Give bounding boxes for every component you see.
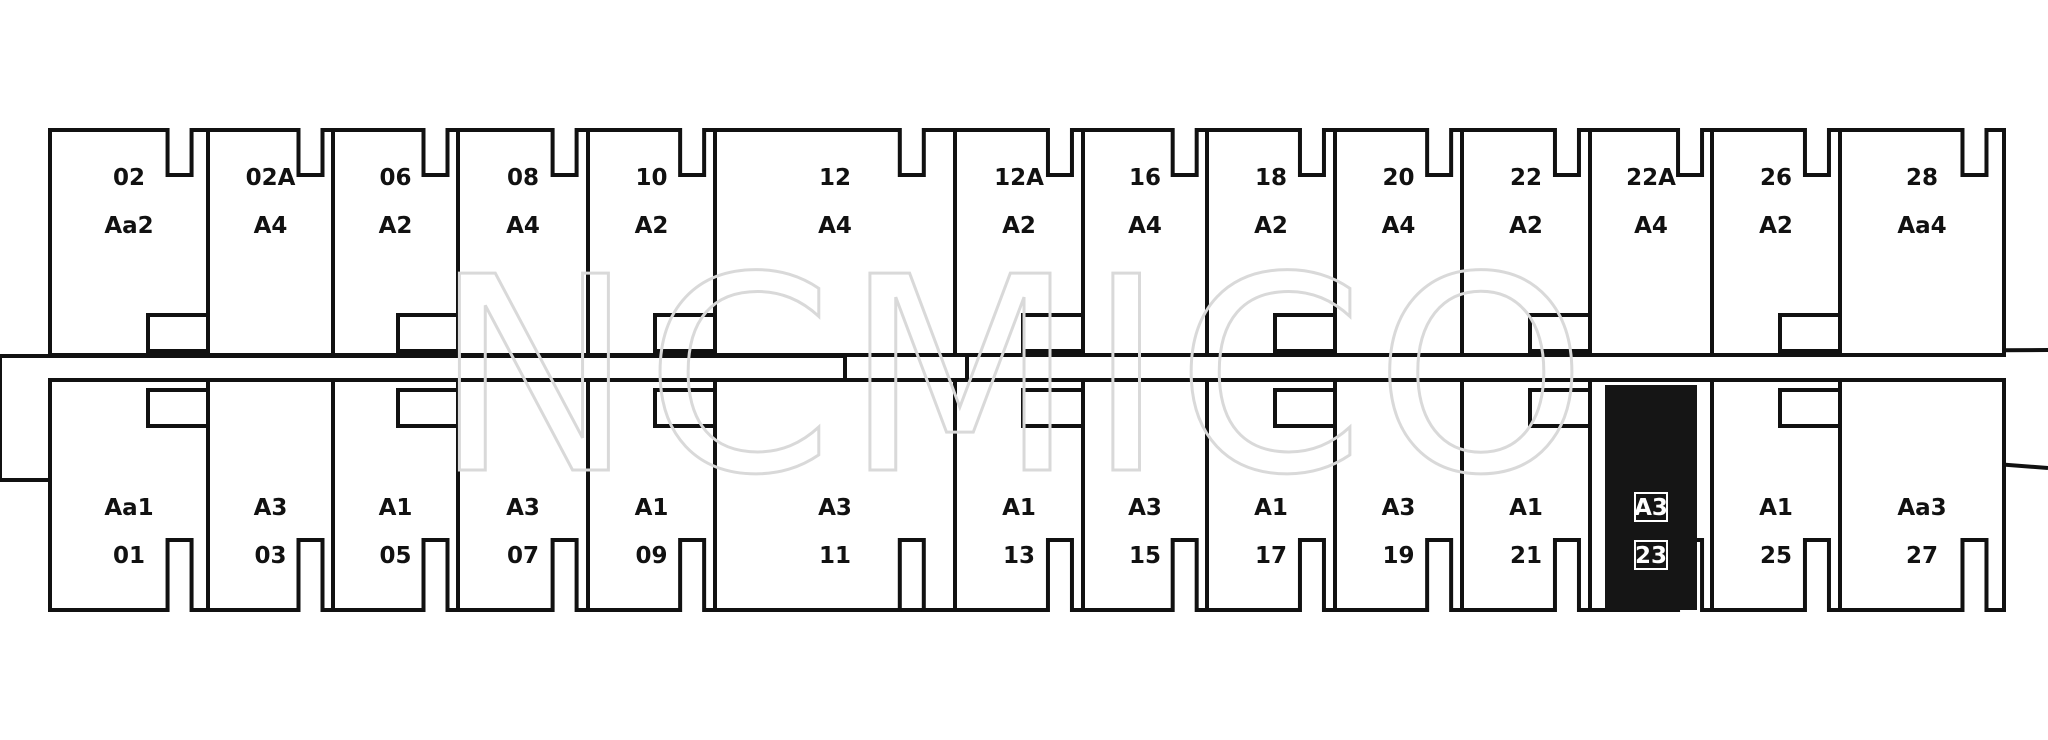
unit-number: 19: [1382, 543, 1414, 569]
unit-type: A4: [1382, 213, 1416, 239]
unit-27[interactable]: Aa3 27: [1838, 378, 2006, 612]
unit-number: 13: [1003, 543, 1035, 569]
unit-type: Aa2: [104, 213, 153, 239]
unit-type: A3: [818, 495, 852, 521]
unit-type: A4: [1128, 213, 1162, 239]
unit-number: 06: [379, 165, 411, 191]
unit-number: 08: [507, 165, 539, 191]
unit-type: A3: [1382, 495, 1416, 521]
unit-type: A2: [1509, 213, 1543, 239]
unit-outline: [1588, 128, 1714, 357]
unit-type: A3: [506, 495, 540, 521]
unit-type: A4: [254, 213, 288, 239]
watermark: NCMICO: [433, 219, 1597, 534]
unit-number: 12: [819, 165, 851, 191]
unit-number: 07: [507, 543, 539, 569]
top-unit-row: 02Aa202AA406A208A410A212A412AA216A418A22…: [48, 128, 2006, 357]
unit-number: 26: [1760, 165, 1792, 191]
unit-type: A3: [1128, 495, 1162, 521]
bottom-unit-row: Aa1 01 A3 03 A1 05 A3 07 A1 09 A3 11 A1 13 A3 15 A1 17 A3 1…: [48, 378, 2006, 612]
unit-outline: [1838, 378, 2006, 612]
unit-outline: [1838, 128, 2006, 357]
unit-number: 11: [819, 543, 851, 569]
unit-number: 03: [254, 543, 286, 569]
unit-type: A1: [1002, 495, 1036, 521]
unit-type: Aa3: [1897, 495, 1946, 521]
unit-type: A1: [635, 495, 669, 521]
unit-23[interactable]: A3 23: [1588, 378, 1714, 612]
unit-number: 28: [1906, 165, 1938, 191]
unit-type: A3: [254, 495, 288, 521]
unit-number: 16: [1129, 165, 1161, 191]
unit-22A[interactable]: 22A A4: [1588, 128, 1714, 357]
unit-type: A1: [379, 495, 413, 521]
unit-number: 25: [1760, 543, 1792, 569]
selected-unit-fill: [1605, 385, 1697, 610]
unit-number: 17: [1255, 543, 1287, 569]
unit-09[interactable]: A1 09: [586, 378, 777, 612]
unit-number: 27: [1906, 543, 1938, 569]
unit-number: 05: [379, 543, 411, 569]
unit-type: A2: [1002, 213, 1036, 239]
unit-number: 20: [1382, 165, 1414, 191]
unit-type: A2: [1759, 213, 1793, 239]
unit-type: A2: [1254, 213, 1288, 239]
unit-type: Aa1: [104, 495, 153, 521]
unit-number: 02: [113, 165, 145, 191]
unit-outline: [206, 128, 335, 357]
unit-type: A1: [1759, 495, 1793, 521]
unit-number: 21: [1510, 543, 1542, 569]
unit-type: A4: [506, 213, 540, 239]
unit-type: A1: [1254, 495, 1288, 521]
unit-number: 02A: [246, 165, 296, 191]
unit-type: A2: [635, 213, 669, 239]
unit-number: 10: [635, 165, 667, 191]
unit-type: A4: [1634, 213, 1668, 239]
unit-13[interactable]: A1 13: [953, 378, 1145, 612]
selected-type-box: [1634, 492, 1668, 522]
unit-number: 01: [113, 543, 145, 569]
unit-number: 22A: [1626, 165, 1676, 191]
unit-03[interactable]: A3 03: [206, 378, 335, 612]
unit-number: 18: [1255, 165, 1287, 191]
unit-02A[interactable]: 02A A4: [206, 128, 335, 357]
unit-number: 23: [1635, 543, 1667, 569]
unit-type: Aa4: [1897, 213, 1946, 239]
unit-type: A3: [1634, 495, 1668, 521]
unit-number: 09: [635, 543, 667, 569]
unit-number: 22: [1510, 165, 1542, 191]
unit-07[interactable]: A3 07: [456, 378, 590, 612]
unit-type: A2: [379, 213, 413, 239]
unit-type: A1: [1509, 495, 1543, 521]
selected-number-box: [1634, 540, 1668, 570]
unit-number: 15: [1129, 543, 1161, 569]
unit-number: 12A: [994, 165, 1044, 191]
unit-type: A4: [818, 213, 852, 239]
